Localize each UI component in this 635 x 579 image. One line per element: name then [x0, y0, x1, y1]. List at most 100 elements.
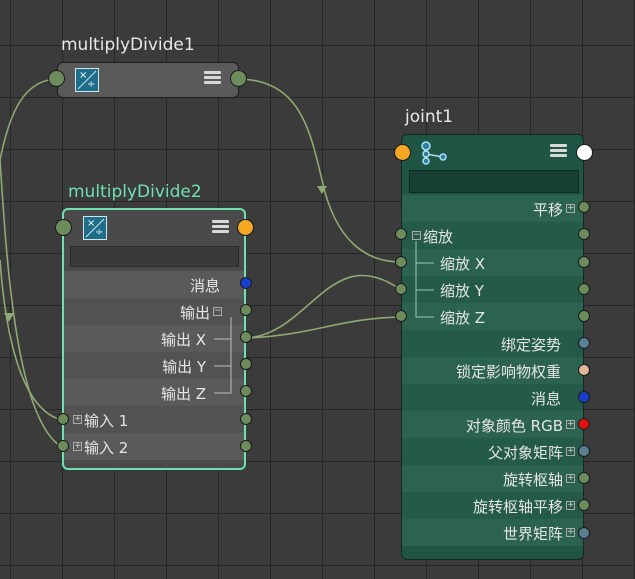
port-output-out[interactable]: [240, 304, 252, 316]
attr-label: 旋转枢轴平移: [472, 498, 563, 516]
expand-icon[interactable]: +: [73, 414, 82, 424]
port-scale-z-in[interactable]: [395, 310, 407, 322]
hamburger-icon[interactable]: [204, 71, 221, 85]
node-title-joint1[interactable]: joint1: [405, 107, 454, 127]
attr-row-output-z[interactable]: 输出 Z: [64, 379, 244, 406]
attr-label: 输出: [179, 304, 210, 322]
node-joint1[interactable]: 平移 + − 缩放 缩放 X 缩放 Y 缩放 Z 绑定姿势 锁定影响物权重 消息…: [401, 134, 584, 560]
port-scale-y-in[interactable]: [395, 283, 407, 295]
multiply-divide-icon: ×÷: [75, 68, 99, 92]
attr-label: 世界矩阵: [502, 525, 563, 543]
port-bind-pose-out[interactable]: [578, 337, 590, 349]
expand-icon[interactable]: +: [566, 446, 575, 456]
port-scale-y-out[interactable]: [578, 283, 590, 295]
port-message-out[interactable]: [578, 391, 590, 403]
attr-label: 旋转枢轴: [502, 471, 563, 489]
port-scale-x-out[interactable]: [578, 256, 590, 268]
collapse-icon[interactable]: −: [213, 306, 222, 316]
md1-output-port[interactable]: [230, 70, 247, 87]
port-scale-in[interactable]: [395, 228, 407, 240]
attr-label: 锁定影响物权重: [455, 363, 561, 381]
expand-icon[interactable]: +: [566, 419, 575, 429]
node-name-field[interactable]: [409, 170, 579, 193]
port-object-color-rgb-out[interactable]: [578, 418, 590, 430]
port-rotate-pivot-translate-out[interactable]: [578, 499, 590, 511]
attr-row-translate[interactable]: 平移 +: [402, 195, 583, 222]
attr-row-bind-pose[interactable]: 绑定姿势: [402, 330, 583, 357]
attr-row-scale-x[interactable]: 缩放 X: [402, 249, 583, 276]
hamburger-icon[interactable]: [212, 220, 229, 234]
attr-label: 缩放 Z: [440, 309, 486, 327]
wire-arrow-2: [4, 313, 14, 322]
port-input2-in[interactable]: [57, 440, 69, 452]
wire-left-to-input1: [0, 259, 63, 421]
wire-arrow-1: [317, 186, 327, 194]
attr-label: 输出 Z: [160, 385, 206, 403]
attr-row-object-color-rgb[interactable]: 对象颜色 RGB +: [402, 411, 583, 438]
attr-row-input1[interactable]: + 输入 1: [64, 406, 244, 433]
port-input2-out[interactable]: [240, 440, 252, 452]
attr-label: 输入 1: [84, 412, 129, 430]
port-input1-out[interactable]: [240, 413, 252, 425]
attr-row-output-x[interactable]: 输出 X: [64, 325, 244, 352]
port-lock-influence-weights-out[interactable]: [578, 364, 590, 376]
attr-row-scale-z[interactable]: 缩放 Z: [402, 303, 583, 330]
port-input1-in[interactable]: [57, 413, 69, 425]
port-output-y-out[interactable]: [240, 358, 252, 370]
multiply-divide-icon: ×÷: [83, 216, 107, 240]
port-scale-z-out[interactable]: [578, 310, 590, 322]
attr-row-message[interactable]: 消息: [402, 384, 583, 411]
port-message-out[interactable]: [240, 277, 252, 289]
attr-row-input2[interactable]: + 输入 2: [64, 433, 244, 460]
wire-outputx-to-scalez: [245, 316, 402, 339]
attr-label: 输入 2: [84, 439, 129, 457]
port-output-z-out[interactable]: [240, 385, 252, 397]
attr-row-scale-y[interactable]: 缩放 Y: [402, 276, 583, 303]
attr-row-message[interactable]: 消息: [64, 271, 244, 298]
expand-icon[interactable]: +: [566, 527, 575, 537]
wire-left-to-input2: [0, 159, 63, 448]
attr-label: 绑定姿势: [500, 336, 561, 354]
port-scale-out[interactable]: [578, 228, 590, 240]
port-scale-x-in[interactable]: [395, 256, 407, 268]
joint1-input-port[interactable]: [394, 144, 411, 161]
port-parent-matrix-out[interactable]: [578, 445, 590, 457]
attr-row-rotate-pivot-translate[interactable]: 旋转枢轴平移 +: [402, 492, 583, 519]
attr-label: 消息: [189, 277, 220, 295]
collapse-icon[interactable]: −: [412, 230, 421, 240]
port-world-matrix-out[interactable]: [578, 527, 590, 539]
node-multiplydivide2[interactable]: ×÷ 消息 输出 − 输出 X 输出 Y 输出 Z + 输入 1 + 输入 2: [62, 208, 246, 470]
attr-label: 缩放 X: [440, 255, 486, 273]
node-title-multiplydivide2[interactable]: multiplyDivide2: [68, 182, 202, 202]
attr-row-lock-influence-weights[interactable]: 锁定影响物权重: [402, 357, 583, 384]
expand-icon[interactable]: +: [566, 203, 575, 213]
attr-row-output-y[interactable]: 输出 Y: [64, 352, 244, 379]
joint1-output-port[interactable]: [576, 144, 593, 161]
node-multiplydivide1[interactable]: ×÷: [57, 62, 239, 98]
md2-input-port[interactable]: [55, 219, 72, 236]
attr-label: 缩放: [423, 228, 454, 246]
expand-icon[interactable]: +: [566, 500, 575, 510]
joint-icon: [421, 141, 447, 165]
expand-icon[interactable]: +: [566, 473, 575, 483]
wire-md1-to-joint: [238, 78, 402, 263]
port-rotate-pivot-out[interactable]: [578, 472, 590, 484]
port-translate-out[interactable]: [578, 201, 590, 213]
attr-row-scale[interactable]: − 缩放: [402, 222, 583, 249]
node-title-multiplydivide1[interactable]: multiplyDivide1: [61, 35, 195, 55]
attr-row-output[interactable]: 输出 −: [64, 298, 244, 325]
attr-row-rotate-pivot[interactable]: 旋转枢轴 +: [402, 465, 583, 492]
attr-label: 平移: [532, 201, 563, 219]
wire-outputx-to-scaley: [245, 274, 402, 339]
node-name-field[interactable]: [70, 246, 239, 267]
expand-icon[interactable]: +: [73, 441, 82, 451]
hamburger-icon[interactable]: [550, 144, 567, 158]
attr-label: 输出 Y: [162, 358, 206, 376]
attr-label: 父对象矩阵: [487, 444, 563, 462]
md1-input-port[interactable]: [48, 70, 65, 87]
attr-row-world-matrix[interactable]: 世界矩阵 +: [402, 519, 583, 546]
attr-label: 消息: [530, 390, 561, 408]
port-output-x-out[interactable]: [240, 331, 252, 343]
md2-output-port[interactable]: [237, 219, 254, 236]
attr-row-parent-matrix[interactable]: 父对象矩阵 +: [402, 438, 583, 465]
